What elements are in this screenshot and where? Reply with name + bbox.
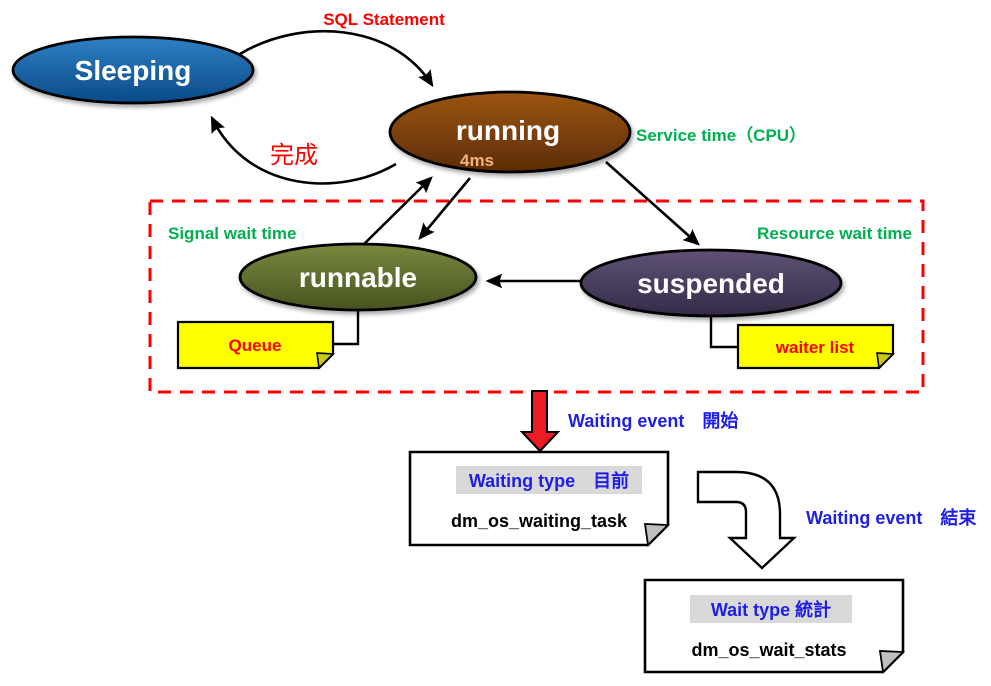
queue-note-label: Queue bbox=[229, 336, 282, 355]
wait-stats-box-fold bbox=[878, 650, 906, 674]
running-state-label: running bbox=[456, 115, 560, 146]
queue-note-fold bbox=[316, 352, 335, 370]
arrow-running-to-suspended bbox=[605, 161, 700, 246]
wait-stats-box: Wait type 統計 dm_os_wait_stats bbox=[643, 578, 906, 674]
runnable-state-label: runnable bbox=[299, 262, 417, 293]
arrow-running-to-sleeping bbox=[210, 115, 397, 185]
waiter-list-note-label: waiter list bbox=[775, 338, 855, 357]
suspended-state-label: suspended bbox=[637, 268, 785, 299]
running-quantum-label: 4ms bbox=[460, 151, 494, 170]
waiting-task-box-fold bbox=[643, 523, 671, 547]
waiting-event-end-label: Waiting event 結束 bbox=[806, 507, 977, 528]
suspended-state: suspended bbox=[579, 248, 843, 318]
running-state: running 4ms bbox=[388, 90, 632, 174]
sql-statement-label: SQL Statement bbox=[323, 10, 445, 29]
runnable-state: runnable bbox=[238, 242, 478, 312]
waiting-task-title-highlight bbox=[456, 466, 642, 494]
waiter-list-note-fold bbox=[876, 352, 895, 370]
sleeping-state-label: Sleeping bbox=[75, 55, 192, 86]
running-state-ellipse bbox=[388, 90, 632, 174]
waiting-task-box-shape bbox=[408, 450, 670, 547]
red-down-arrow bbox=[519, 390, 561, 453]
complete-label: 完成 bbox=[270, 142, 318, 169]
arrow-sleeping-to-running bbox=[239, 30, 434, 88]
bent-down-arrow bbox=[696, 470, 798, 570]
service-time-label: Service time（CPU） bbox=[636, 125, 806, 145]
waiting-task-title: Waiting type 目前 bbox=[469, 470, 629, 491]
arrow-running-to-runnable bbox=[418, 177, 471, 240]
sleeping-state-ellipse bbox=[11, 35, 255, 105]
resource-wait-time-label: Resource wait time bbox=[757, 224, 912, 243]
signal-wait-time-label: Signal wait time bbox=[168, 224, 296, 243]
runnable-state-ellipse bbox=[238, 242, 478, 312]
queue-note: Queue bbox=[176, 320, 335, 370]
wait-stats-title: Wait type 統計 bbox=[711, 599, 831, 620]
waiter-list-note: waiter list bbox=[736, 323, 895, 370]
waiter-list-note-connector bbox=[709, 316, 737, 349]
wait-stats-body: dm_os_wait_stats bbox=[691, 640, 846, 660]
queue-note-connector bbox=[334, 310, 360, 346]
waiting-event-start-label: Waiting event 開始 bbox=[568, 410, 738, 431]
suspended-state-ellipse bbox=[579, 248, 843, 318]
sleeping-state: Sleeping bbox=[11, 35, 255, 105]
waiting-task-body: dm_os_waiting_task bbox=[451, 511, 628, 531]
arrow-runnable-to-running bbox=[355, 176, 433, 253]
waiting-task-box: Waiting type 目前 dm_os_waiting_task bbox=[408, 450, 671, 547]
wait-stats-title-highlight bbox=[690, 595, 852, 623]
